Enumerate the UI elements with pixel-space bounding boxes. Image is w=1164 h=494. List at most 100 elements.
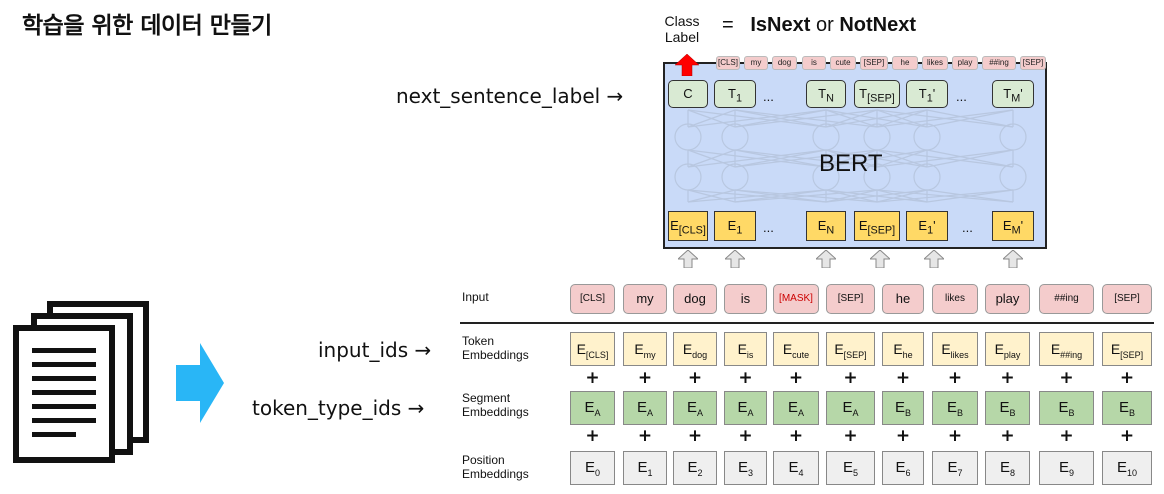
plus-sign-0-5: + <box>843 368 858 388</box>
attention-line <box>687 109 736 128</box>
segment-embedding-8: EB <box>985 391 1030 425</box>
output-node-3: T[SEP] <box>854 80 900 108</box>
token-embedding-4: Ecute <box>773 332 819 366</box>
output-token-8: play <box>952 56 978 70</box>
plus-sign-1-3: + <box>738 426 753 446</box>
embedding-node-0: E[CLS] <box>668 211 708 241</box>
attention-line <box>876 109 1014 128</box>
attention-line <box>734 189 827 203</box>
output-node-4: T1' <box>906 80 948 108</box>
input-token-10: [SEP] <box>1102 284 1152 314</box>
red-up-arrow-icon <box>675 54 699 76</box>
segment-embedding-2: EA <box>673 391 717 425</box>
plus-sign-1-6: + <box>895 426 911 446</box>
attention-line <box>734 189 878 203</box>
gray-up-arrow-shape <box>870 250 890 268</box>
plus-sign-0-4: + <box>788 368 804 388</box>
transformer-unit-115-5 <box>999 163 1027 191</box>
input-ids-annotation: input_ids → <box>318 338 432 362</box>
plus-sign-0-9: + <box>1059 368 1074 388</box>
plus-sign-0-8: + <box>1000 368 1015 388</box>
attention-line <box>926 189 1014 203</box>
token-type-ids-annotation: token_type_ids → <box>252 396 425 420</box>
attention-line <box>825 149 928 168</box>
gray-up-arrow-shape <box>678 250 698 268</box>
segment-embedding-5: EA <box>826 391 875 425</box>
output-token-5: [SEP] <box>860 56 888 70</box>
plus-sign-1-0: + <box>585 426 600 446</box>
transformer-unit-75-2 <box>812 123 840 151</box>
embedding-node-1: E1 <box>714 211 756 241</box>
plus-sign-1-5: + <box>843 426 858 446</box>
class-label-line-1: Class <box>664 13 700 29</box>
plus-sign-1-1: + <box>637 426 653 446</box>
input-token-4: [MASK] <box>773 284 819 314</box>
attention-line <box>734 149 827 168</box>
segment-embedding-10: EB <box>1102 391 1152 425</box>
attention-line <box>876 189 1014 203</box>
input-token-5: [SEP] <box>826 284 875 314</box>
equals-sign: = <box>722 14 734 36</box>
output-node-5: TM' <box>992 80 1034 108</box>
class-label-values: = IsNext or NotNext <box>722 14 916 37</box>
gray-up-arrow-shape <box>725 250 745 268</box>
notnext-label: NotNext <box>839 14 916 36</box>
input-token-0: [CLS] <box>570 284 615 314</box>
attention-line <box>734 109 878 128</box>
attention-line <box>876 149 1014 168</box>
position-embedding-3: E3 <box>724 451 767 485</box>
input-token-7: likes <box>932 284 978 314</box>
output-node-1: T1 <box>714 80 756 108</box>
row-label-input: Input <box>462 290 489 304</box>
embedding-node-4: E1' <box>906 211 948 241</box>
gray-up-arrow-icon <box>678 250 698 268</box>
segment-embedding-3: EA <box>724 391 767 425</box>
bert-title: BERT <box>819 150 883 177</box>
output-token-6: he <box>892 56 918 70</box>
input-token-1: my <box>623 284 667 314</box>
gray-up-arrow-shape <box>924 250 944 268</box>
plus-sign-1-2: + <box>687 426 703 446</box>
gray-up-arrow-icon <box>924 250 944 268</box>
ellipsis-t1: ... <box>763 89 774 104</box>
segment-embedding-7: EB <box>932 391 978 425</box>
position-embedding-2: E2 <box>673 451 717 485</box>
attention-line <box>687 109 827 128</box>
output-token-10: [SEP] <box>1020 56 1046 70</box>
attention-line <box>876 189 928 203</box>
token-embedding-6: Ehe <box>882 332 924 366</box>
ellipsis-t2: ... <box>956 89 967 104</box>
gray-up-arrow-shape <box>816 250 836 268</box>
plus-sign-1-10: + <box>1119 426 1135 446</box>
transformer-unit-115-1 <box>721 163 749 191</box>
next-sentence-label-annotation: next_sentence_label → <box>396 84 624 108</box>
plus-sign-0-10: + <box>1119 368 1135 388</box>
row-label-segment-embeddings: Segment Embeddings <box>462 391 529 419</box>
class-label-line-2: Label <box>664 29 700 45</box>
row-label-segment-line-2: Embeddings <box>462 405 529 419</box>
class-label: Class Label <box>657 13 707 45</box>
token-embedding-5: E[SEP] <box>826 332 875 366</box>
attention-line <box>926 149 1014 168</box>
output-node-2: TN <box>806 80 846 108</box>
gray-up-arrow-icon <box>870 250 890 268</box>
attention-line <box>734 109 827 128</box>
attention-line <box>825 109 878 128</box>
token-embedding-3: Eis <box>724 332 767 366</box>
transformer-unit-75-5 <box>999 123 1027 151</box>
slide-title: 학습을 위한 데이터 만들기 <box>22 13 272 39</box>
output-token-4: cute <box>830 56 856 70</box>
transformer-unit-75-0 <box>674 123 702 151</box>
output-node-0: C <box>668 80 708 108</box>
token-embedding-7: Elikes <box>932 332 978 366</box>
segment-embedding-9: EB <box>1039 391 1094 425</box>
output-token-7: likes <box>922 56 948 70</box>
position-embedding-1: E1 <box>623 451 667 485</box>
transformer-unit-75-4 <box>913 123 941 151</box>
embedding-node-3: E[SEP] <box>854 211 900 241</box>
gray-up-arrow-shape <box>1003 250 1023 268</box>
plus-sign-1-4: + <box>788 426 804 446</box>
row-label-position-line-2: Embeddings <box>462 467 529 481</box>
token-embedding-1: Emy <box>623 332 667 366</box>
input-token-2: dog <box>673 284 717 314</box>
